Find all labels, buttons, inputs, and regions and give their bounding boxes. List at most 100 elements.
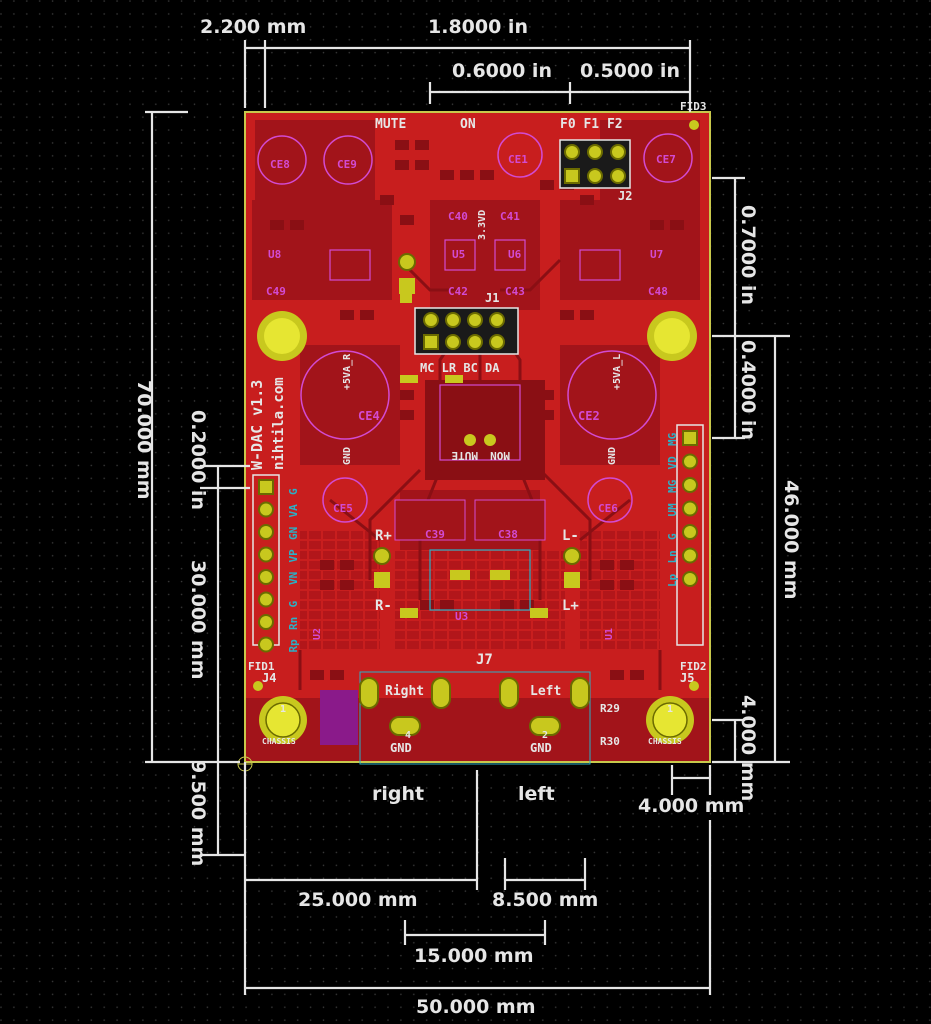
silk-pin4: 4 xyxy=(405,730,411,741)
header-j5[interactable] xyxy=(676,424,704,646)
silk-ce2: CE2 xyxy=(578,409,600,423)
mounting-holes[interactable] xyxy=(257,311,697,361)
silk-right-jack: Right xyxy=(385,684,424,699)
audio-jack-j7[interactable] xyxy=(320,671,591,765)
j5-pin-2[interactable] xyxy=(682,453,698,470)
silk-ce9: CE9 xyxy=(337,158,357,171)
dim-connector-span: 1.8000 in xyxy=(428,16,528,38)
j5-pin-label: MG xyxy=(666,432,679,446)
silk-u8: U8 xyxy=(268,248,281,261)
dim-header-to-fuse: 0.6000 in xyxy=(452,60,552,82)
j5-pin-label: Lp xyxy=(666,573,679,587)
j4-pin-6[interactable] xyxy=(258,591,274,608)
silk-u7: U7 xyxy=(650,248,663,261)
j4-pin-1[interactable] xyxy=(258,479,274,495)
j4-pin-label: G xyxy=(287,488,300,495)
silk-gnd-r: GND xyxy=(342,447,353,465)
dim-board-width: 50.000 mm xyxy=(416,996,536,1018)
silk-pin1-left: 1 xyxy=(280,704,286,715)
silk-ce1: CE1 xyxy=(508,153,528,166)
fiducials xyxy=(253,120,699,691)
silk-left-jack: Left xyxy=(530,684,561,699)
j4-pin-label: VA xyxy=(287,504,300,518)
dim-right-block: 46.000 mm xyxy=(780,480,802,600)
dim-fuse-span: 0.5000 in xyxy=(580,60,680,82)
silk-pin1-right: 1 xyxy=(667,704,673,715)
j5-pin-3[interactable] xyxy=(682,477,698,493)
dim-bottom-offset: 9.500 mm xyxy=(187,760,209,866)
header-j1[interactable] xyxy=(414,307,519,355)
silk-lm: L- xyxy=(562,528,579,544)
dim-hole-side: 4.000 mm xyxy=(638,795,744,817)
silk-c49: C49 xyxy=(266,285,286,298)
silk-chassis-left: CHASSIS xyxy=(262,737,296,746)
header-j4[interactable] xyxy=(252,474,280,653)
j4-pin-5[interactable] xyxy=(258,569,274,585)
silk-mute-tag: MUTE xyxy=(452,449,479,462)
silk-ce5: CE5 xyxy=(333,502,353,515)
j5-pin-label: UM xyxy=(666,503,679,517)
dim-hole-edge: 4.000 mm xyxy=(737,695,759,801)
dim-line-jack-span xyxy=(403,920,547,945)
silk-c39: C39 xyxy=(425,528,445,541)
j4-pin-label: GN xyxy=(287,527,300,540)
dim-line-fuse xyxy=(428,82,690,104)
j4-pin-3[interactable] xyxy=(258,524,274,540)
silk-j5: J5 xyxy=(680,671,694,685)
silk-mute: MUTE xyxy=(375,117,406,132)
dim-line-board-width xyxy=(245,820,712,995)
silk-ce7: CE7 xyxy=(656,153,676,166)
dim-line-hole-side xyxy=(670,765,712,795)
silk-u2: U2 xyxy=(312,628,323,640)
silk-gnd-right: GND xyxy=(390,741,412,755)
silk-ce8: CE8 xyxy=(270,158,290,171)
silk-fuse-labels: F0 F1 F2 xyxy=(560,117,623,132)
silk-gnd-l: GND xyxy=(607,447,618,465)
silk-vcc-l: +5VA_L xyxy=(612,354,623,390)
silk-fid3: FID3 xyxy=(680,100,707,113)
j5-pin-label: G xyxy=(666,533,679,540)
silk-mon-tag: MON xyxy=(490,449,510,462)
silk-c48: C48 xyxy=(648,285,668,298)
silk-rp: R+ xyxy=(375,528,392,544)
dim-top-offset: 2.200 mm xyxy=(200,16,306,38)
dim-line-jack-center xyxy=(243,762,479,995)
silk-pin2: 2 xyxy=(542,730,548,741)
silk-on: ON xyxy=(460,117,476,132)
j4-pin-8[interactable] xyxy=(258,636,274,653)
header-j2[interactable] xyxy=(559,139,631,189)
smd-pads xyxy=(270,140,684,680)
j5-pin-1[interactable] xyxy=(682,430,698,446)
dim-jack-span: 15.000 mm xyxy=(414,945,534,967)
j4-pin-label: G xyxy=(287,601,300,608)
silk-j2: J2 xyxy=(618,189,632,203)
chassis-holes[interactable] xyxy=(259,696,694,744)
silk-vcc-r: +5VA_R xyxy=(342,353,353,390)
j4-pin-label: VP xyxy=(287,549,300,563)
silk-u5: U5 xyxy=(452,248,465,261)
silk-fid1: FID1 xyxy=(248,660,275,673)
j4-pin-7[interactable] xyxy=(258,614,274,630)
j5-pin-6[interactable] xyxy=(682,547,698,564)
board-subtitle: nihtila.com xyxy=(271,377,287,470)
j4-pin-label: Rn xyxy=(287,617,300,630)
board-title: W-DAC v1.3 xyxy=(248,380,266,470)
j4-pin-2[interactable] xyxy=(258,501,274,518)
silk-fid2: FID2 xyxy=(680,660,707,673)
silk-r30: R30 xyxy=(600,735,620,748)
dim-left-header: 30.000 mm xyxy=(187,560,209,680)
j5-pin-5[interactable] xyxy=(682,524,698,540)
silk-j4: J4 xyxy=(262,671,276,685)
j4-pin-4[interactable] xyxy=(258,546,274,563)
dim-left-pitch: 0.2000 in xyxy=(187,410,209,510)
dim-line-right-upper xyxy=(712,176,790,440)
j5-pin-7[interactable] xyxy=(682,571,698,587)
jack-body-marker xyxy=(320,690,358,745)
silk-c41: C41 xyxy=(500,210,520,223)
silk-rm: R- xyxy=(375,598,392,614)
dim-jack-center: 25.000 mm xyxy=(298,889,418,911)
j5-pin-label: MG xyxy=(666,479,679,493)
j5-pin-4[interactable] xyxy=(682,500,698,517)
j4-pin-label: Rp xyxy=(287,639,300,653)
